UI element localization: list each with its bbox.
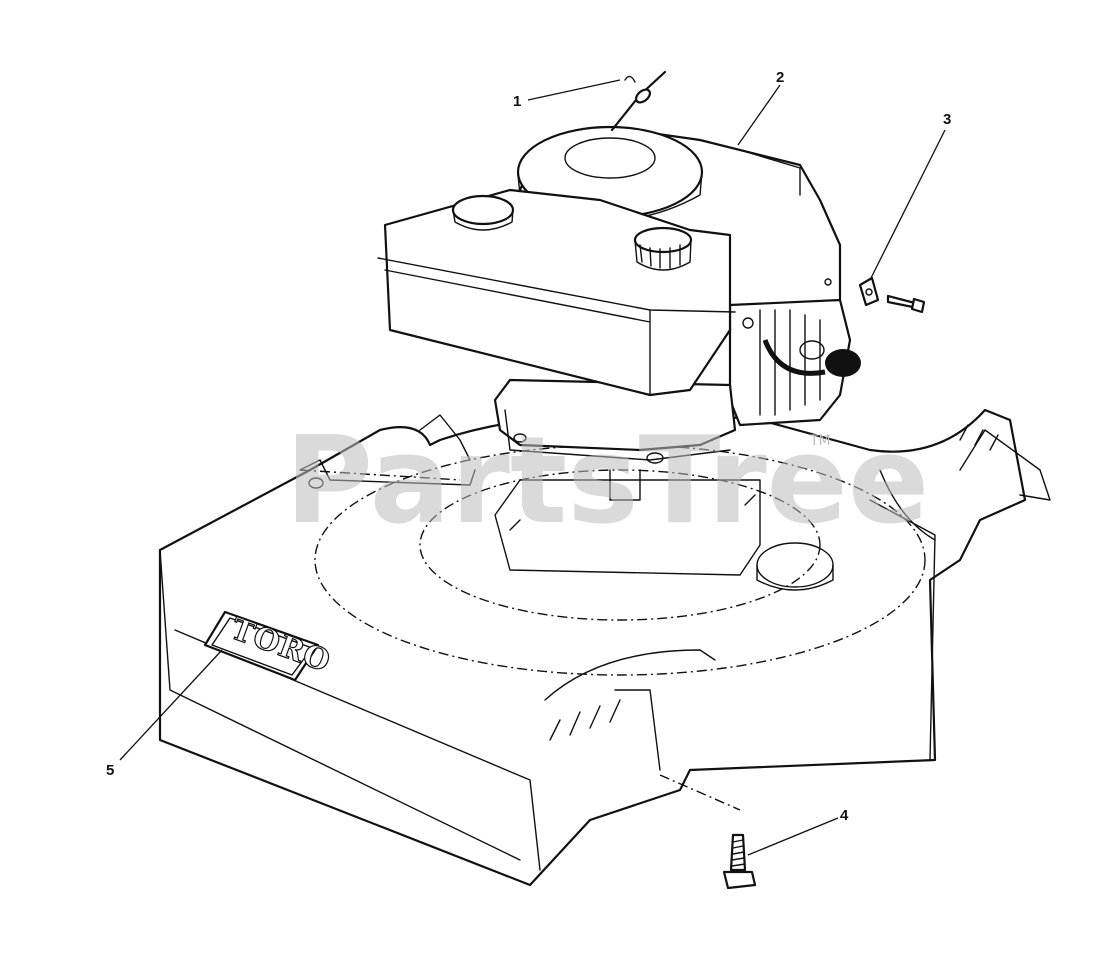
engine (377, 125, 861, 501)
callout-4: 4 (747, 807, 849, 856)
clip-and-screw-part (858, 276, 926, 314)
callout-label: 1 (513, 93, 521, 110)
callout-3: 3 (869, 111, 951, 281)
watermark-text: PartsTree (285, 412, 929, 551)
callout-label: 2 (776, 69, 784, 86)
mower-deck (158, 408, 1051, 887)
leader-line (527, 79, 621, 101)
watermark-trademark: TM (809, 433, 831, 449)
callout-label: 3 (943, 111, 951, 128)
leader-line (869, 129, 946, 281)
cable-part (610, 70, 667, 132)
watermark: PartsTree TM (285, 412, 929, 551)
bolt-part (659, 774, 757, 890)
callout-1: 1 (513, 79, 621, 110)
leader-line (119, 649, 223, 761)
leader-line (747, 817, 839, 856)
callout-2: 2 (737, 69, 784, 146)
leader-line (737, 84, 781, 146)
callout-label: 5 (106, 762, 114, 779)
callout-label: 4 (840, 807, 849, 824)
callout-5: 5 (106, 649, 223, 779)
